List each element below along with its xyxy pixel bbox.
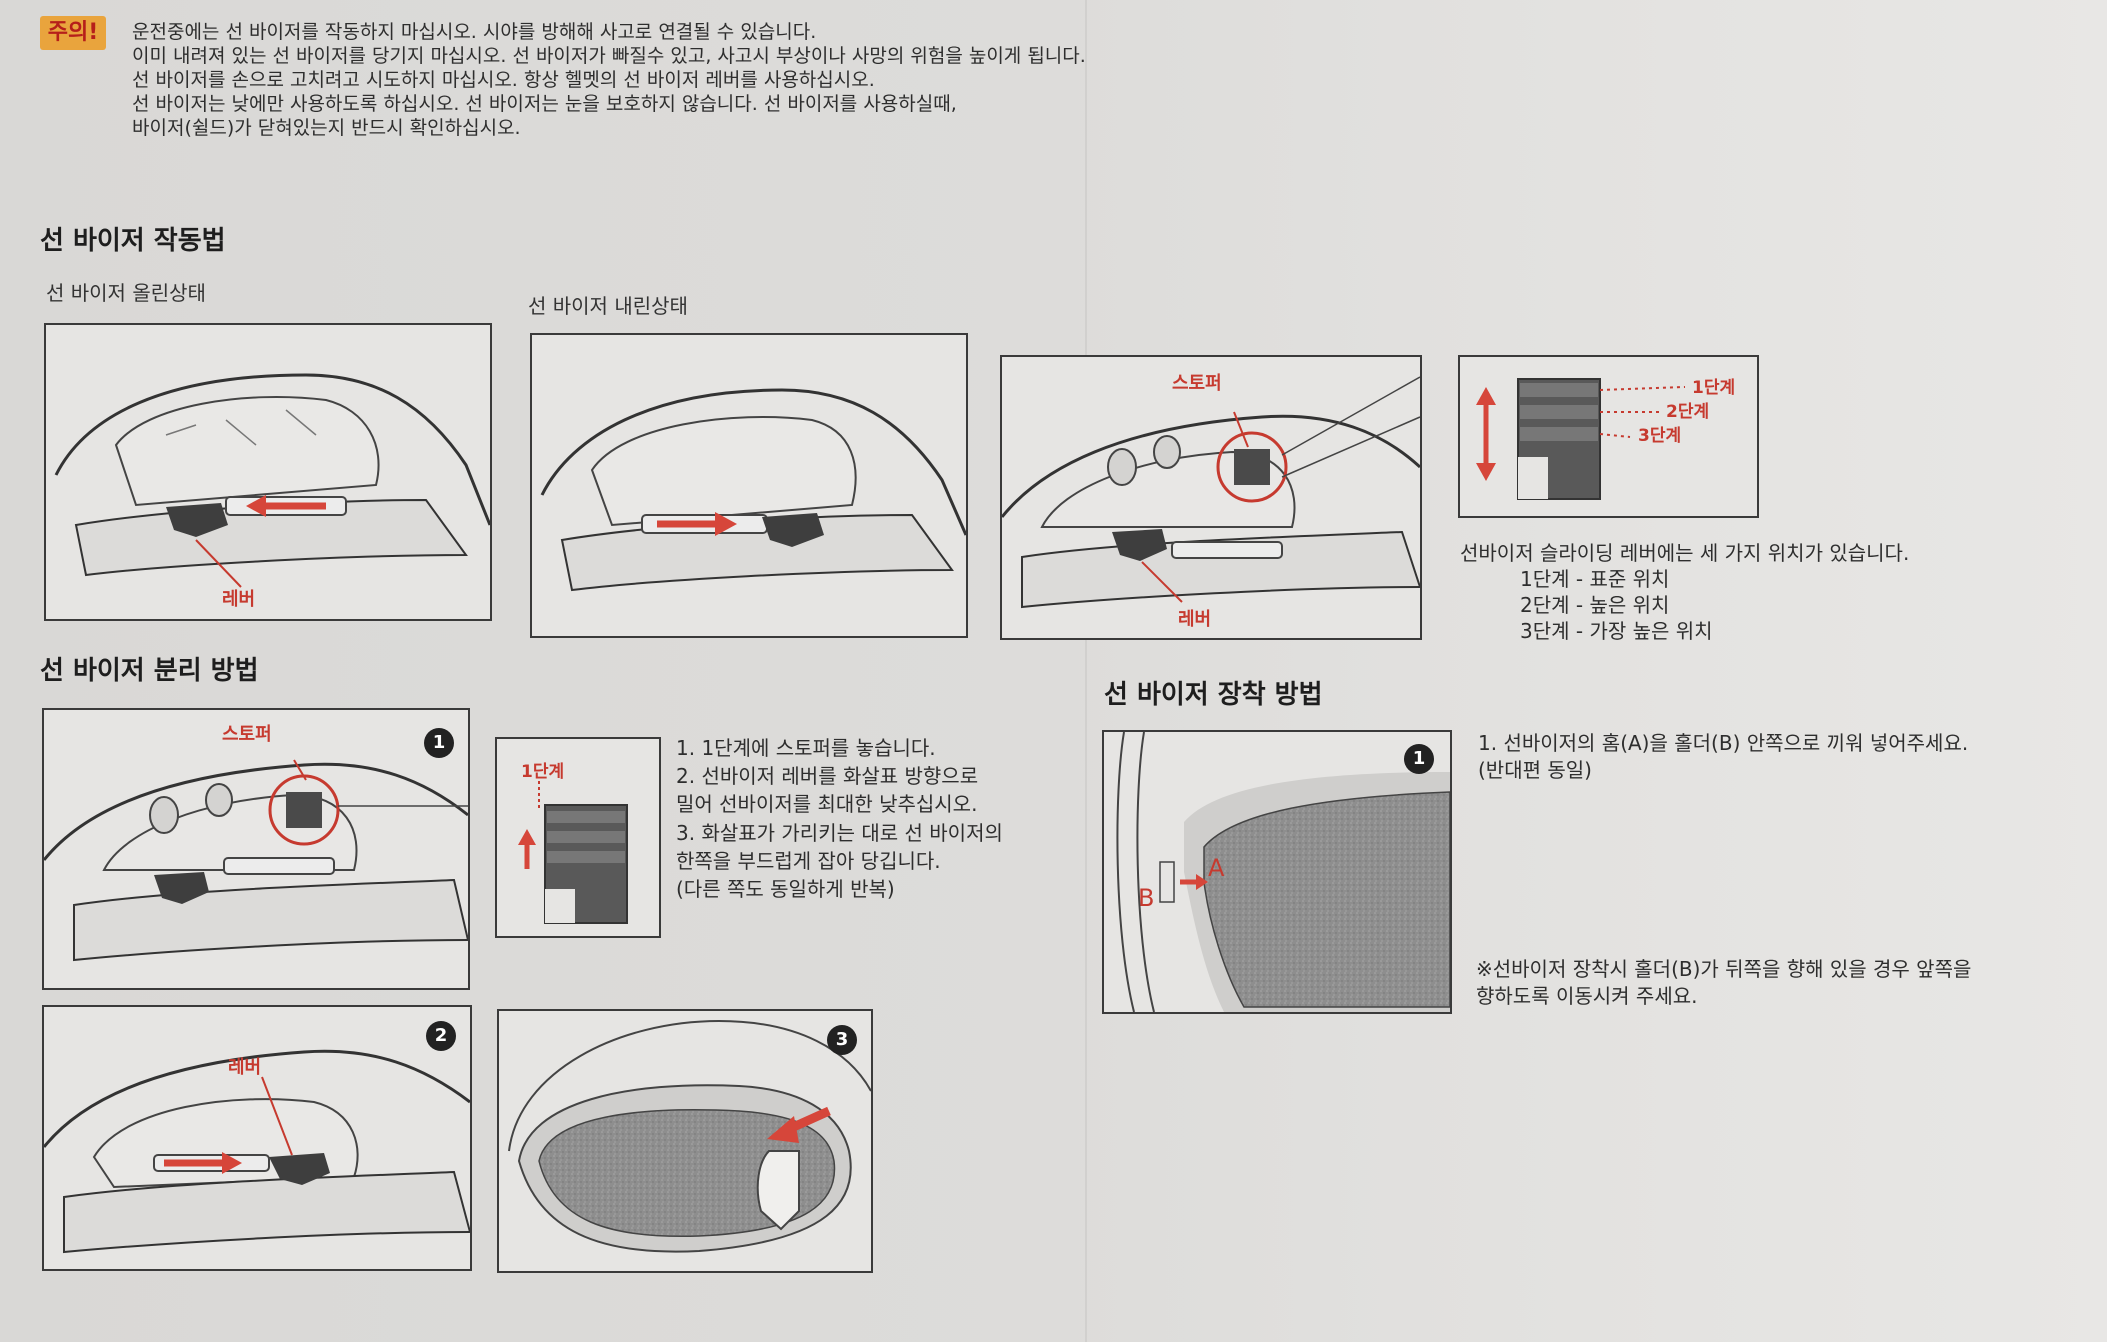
position-item: 1단계 - 표준 위치 (1520, 567, 1670, 591)
raised-label: 선 바이저 올린상태 (46, 281, 206, 305)
position-item: 3단계 - 가장 높은 위치 (1520, 619, 1713, 643)
caution-line: 선 바이저를 손으로 고치려고 시도하지 마십시오. 항상 헬멧의 선 바이저 … (132, 69, 875, 91)
lever-callout: 레버 (222, 589, 256, 610)
removal-step-1-illustration: 스토퍼 1 (42, 708, 470, 990)
removal-level1-zoom: 1단계 (495, 737, 661, 938)
removal-step-3-illustration: 3 (497, 1009, 873, 1273)
install-step: 1. 선바이저의 홈(A)을 홀더(B) 안쪽으로 끼워 넣어주세요. (1478, 731, 1969, 755)
caution-line: 이미 내려져 있는 선 바이저를 당기지 마십시오. 선 바이저가 빠질수 있고… (132, 45, 1086, 67)
removal-step: 2. 선바이저 레버를 화살표 방향으로 (676, 764, 979, 788)
level-2-label: 2단계 (1666, 402, 1710, 422)
install-heading: 선 바이저 장착 방법 (1104, 680, 1323, 710)
lowered-label: 선 바이저 내린상태 (528, 294, 688, 318)
label-a: A (1208, 854, 1225, 882)
step-number-badge: 1 (1404, 744, 1434, 774)
install-note: ※선바이저 장착시 홀더(B)가 뒤쪽을 향해 있을 경우 앞쪽을 (1476, 957, 1972, 981)
caution-line: 운전중에는 선 바이저를 작동하지 마십시오. 시야를 방해해 사고로 연결될 … (132, 21, 817, 43)
step-number-badge: 1 (424, 728, 454, 758)
removal-step: 밀어 선바이저를 최대한 낮추십시오. (676, 792, 978, 816)
lever-callout: 레버 (1178, 609, 1212, 630)
stopper-callout: 스토퍼 (1172, 373, 1222, 394)
install-note: 향하도록 이동시켜 주세요. (1476, 984, 1698, 1008)
caution-line: 바이저(쉴드)가 닫혀있는지 반드시 확인하십시오. (132, 117, 521, 139)
level-1-label: 1단계 (521, 762, 565, 782)
caution-text: 운전중에는 선 바이저를 작동하지 마십시오. 시야를 방해해 사고로 연결될 … (132, 20, 1432, 140)
visor-lowered-illustration (530, 333, 968, 638)
caution-line: 선 바이저는 낮에만 사용하도록 하십시오. 선 바이저는 눈을 보호하지 않습… (132, 93, 957, 115)
position-item: 2단계 - 높은 위치 (1520, 593, 1670, 617)
caution-badge: 주의! (40, 16, 106, 50)
lever-callout: 레버 (228, 1057, 262, 1078)
removal-step: 1. 1단계에 스토퍼를 놓습니다. (676, 736, 936, 760)
removal-step: 한쪽을 부드럽게 잡아 당깁니다. (676, 849, 941, 873)
step-number-badge: 2 (426, 1021, 456, 1051)
level-3-label: 3단계 (1638, 426, 1682, 446)
removal-step-2-illustration: 레버 2 (42, 1005, 472, 1271)
stopper-levels-zoom: 1단계 2단계 3단계 (1458, 355, 1759, 518)
label-b: B (1138, 884, 1155, 912)
removal-step: (다른 쪽도 동일하게 반복) (676, 877, 895, 901)
install-step-1-illustration: A B 1 (1102, 730, 1452, 1014)
install-step: (반대편 동일) (1478, 758, 1592, 782)
removal-heading: 선 바이저 분리 방법 (40, 656, 259, 686)
removal-step: 3. 화살표가 가리키는 대로 선 바이저의 (676, 821, 1003, 845)
operation-heading: 선 바이저 작동법 (40, 226, 226, 256)
step-number-badge: 3 (827, 1025, 857, 1055)
page-fold (1085, 0, 1087, 1342)
positions-intro: 선바이저 슬라이딩 레버에는 세 가지 위치가 있습니다. (1460, 541, 1910, 565)
stopper-callout: 스토퍼 (222, 724, 272, 745)
visor-raised-illustration: 레버 (44, 323, 492, 621)
stopper-illustration: 스토퍼 레버 (1000, 355, 1422, 640)
level-1-label: 1단계 (1692, 378, 1736, 398)
